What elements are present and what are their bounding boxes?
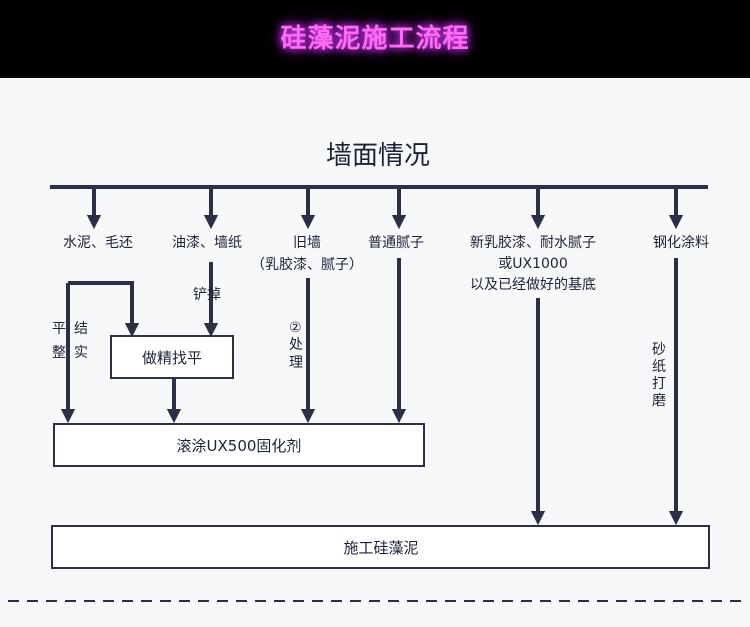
branch-putty: 普通腻子 [368, 235, 424, 251]
arrow-cement-to-fine-level [68, 281, 140, 338]
final-box [51, 525, 710, 569]
branch-steel: 钢化涂料 [653, 235, 709, 251]
fine-level-label: 做精找平 [142, 349, 202, 367]
note-treat-2: 处 [289, 337, 303, 353]
branch-new-paint-line3: 以及已经做好的基底 [470, 276, 596, 293]
branch-new-paint-line2: 或UX1000 [498, 256, 567, 272]
note-level-1: 平 [52, 321, 66, 337]
note-sand-2: 纸 [652, 359, 666, 375]
note-sand-4: 磨 [652, 393, 666, 409]
branch-old-wall: 旧墙 [293, 235, 321, 251]
page-title: 硅藻泥施工流程 [280, 24, 470, 54]
branch-paint: 油漆、墙纸 [172, 235, 242, 251]
note-level-3: 整 [52, 345, 66, 361]
note-level-4: 实 [74, 345, 88, 361]
note-level-2: 结 [74, 321, 88, 337]
roll-coat-box [53, 423, 425, 467]
roll-coat-label: 滚涂UX500固化剂 [177, 437, 302, 455]
note-scrape: 铲掉 [193, 287, 221, 303]
root-label: 墙面情况 [326, 141, 430, 171]
header-bar: 硅藻泥施工流程 [0, 0, 750, 78]
branch-new-paint-line1: 新乳胶漆、耐水腻子 [470, 234, 596, 251]
note-sand-1: 砂 [652, 342, 666, 358]
note-treat-3: 理 [289, 355, 303, 371]
branch-cement: 水泥、毛还 [63, 235, 133, 251]
final-label: 施工硅藻泥 [343, 539, 418, 557]
note-sand-3: 打 [652, 375, 666, 392]
branch-old-wall-sub: （乳胶漆、腻子） [251, 256, 363, 273]
note-treat-1: ② [289, 320, 302, 336]
